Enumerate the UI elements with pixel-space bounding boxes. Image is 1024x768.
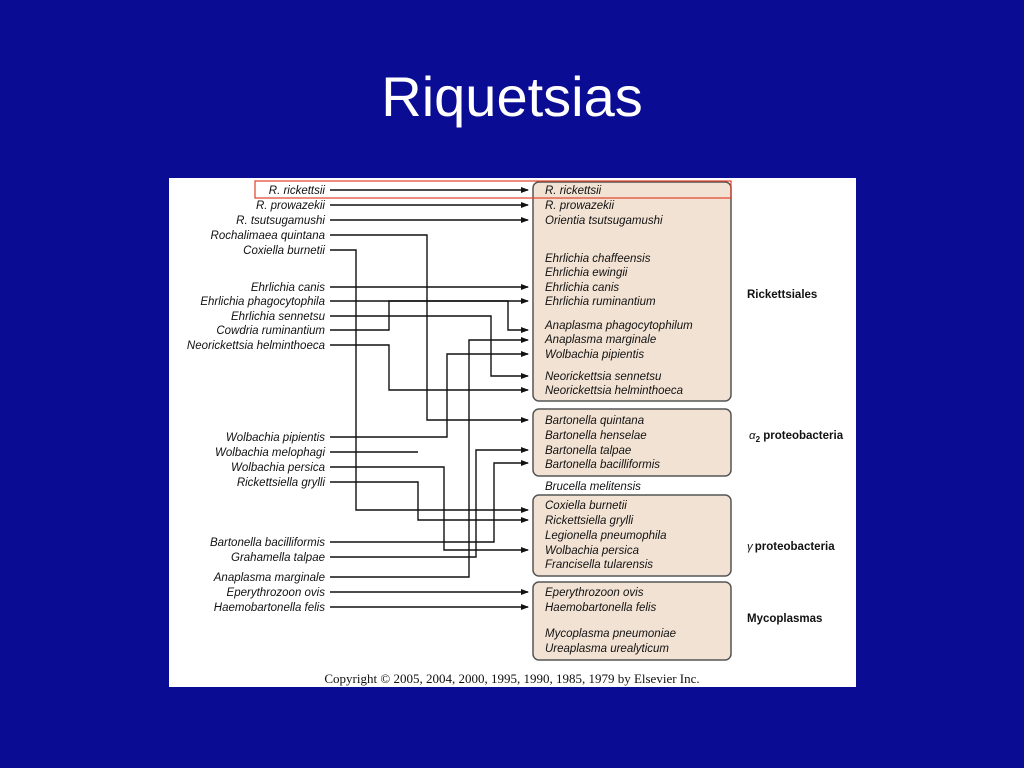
- new-name-label: Bartonella quintana: [545, 415, 644, 427]
- new-name-label: Brucella melitensis: [545, 481, 641, 493]
- old-name-label: Coxiella burnetii: [243, 245, 325, 257]
- old-name-label: R. rickettsii: [269, 185, 326, 197]
- arrow-neorickettsia: [330, 344, 529, 393]
- new-name-label: Legionella pneumophila: [545, 530, 667, 542]
- new-name-label: Neorickettsia sennetsu: [545, 371, 662, 383]
- new-name-label: Neorickettsia helminthoeca: [545, 385, 683, 397]
- arrow-anaplasma-marginale: [330, 337, 529, 578]
- group-label-alpha-proteobacteria: α2 proteobacteria: [749, 430, 844, 444]
- old-name-label: Rochalimaea quintana: [211, 230, 325, 242]
- new-name-label: Wolbachia persica: [545, 545, 639, 557]
- mycoplasmas-box: [532, 581, 732, 661]
- new-name-label: Anaplasma marginale: [544, 334, 656, 346]
- highlight-rectangle: [254, 180, 732, 199]
- reclassification-diagram: R. rickettsii R. prowazekii R. tsutsugamus…: [187, 180, 844, 686]
- old-name-label: Haemobartonella felis: [214, 602, 325, 614]
- old-name-label: Anaplasma marginale: [213, 572, 325, 584]
- old-name-label: Rickettsiella grylli: [237, 477, 326, 489]
- new-name-label: Ehrlichia canis: [545, 282, 619, 294]
- arrow-wolbachia-persica: [330, 466, 529, 553]
- new-name-label: Ehrlichia ruminantium: [545, 296, 656, 308]
- new-name-label: Haemobartonella felis: [545, 602, 656, 614]
- old-name-label: Grahamella talpae: [231, 552, 325, 564]
- new-name-label: Coxiella burnetii: [545, 500, 627, 512]
- old-name-label: Bartonella bacilliformis: [210, 537, 325, 549]
- arrow-bartonella-bacilliformis: [330, 460, 529, 543]
- old-name-label: R. prowazekii: [256, 200, 325, 212]
- old-name-label: Wolbachia pipientis: [226, 432, 325, 444]
- arrow-rickettsiella: [330, 481, 529, 523]
- alpha-proteobacteria-box: [532, 408, 732, 477]
- new-name-label: Francisella tularensis: [545, 559, 653, 571]
- arrow-grahamella: [330, 447, 529, 558]
- new-name-label: Ureaplasma urealyticum: [545, 643, 669, 655]
- old-name-label: Neorickettsia helminthoeca: [187, 340, 325, 352]
- new-name-label: Mycoplasma pneumoniae: [545, 628, 676, 640]
- taxonomy-figure: R. rickettsii R. prowazekii R. tsutsugamus…: [169, 178, 856, 687]
- group-label-mycoplasmas: Mycoplasmas: [747, 613, 822, 625]
- old-name-label: Wolbachia persica: [231, 462, 325, 474]
- arrow-wolbachia-pipientis: [330, 351, 529, 438]
- old-name-label: Cowdria ruminantium: [216, 325, 325, 337]
- old-name-label: Eperythrozoon ovis: [227, 587, 326, 599]
- copyright-text: Copyright © 2005, 2004, 2000, 1995, 1990…: [324, 671, 699, 686]
- new-name-label: Bartonella henselae: [545, 430, 647, 442]
- arrow-cowdria: [330, 298, 529, 331]
- connector-lines: [330, 187, 529, 610]
- new-name-label: R. rickettsii: [545, 185, 602, 197]
- new-name-label: Ehrlichia chaffeensis: [545, 253, 651, 265]
- old-name-label: R. tsutsugamushi: [236, 215, 325, 227]
- group-label-rickettsiales: Rickettsiales: [747, 289, 817, 301]
- new-name-label: Anaplasma phagocytophilum: [544, 320, 693, 332]
- old-name-label: Wolbachia melophagi: [215, 447, 325, 459]
- arrow-coxiella: [330, 249, 529, 513]
- new-name-label: Orientia tsutsugamushi: [545, 215, 663, 227]
- old-names-column: R. rickettsii R. prowazekii R. tsutsugamus…: [187, 185, 326, 614]
- old-name-label: Ehrlichia canis: [251, 282, 325, 294]
- new-name-label: Rickettsiella grylli: [545, 515, 634, 527]
- rickettsiales-box: [532, 181, 732, 402]
- arrow-ehrlichia-sennetsu: [330, 315, 529, 379]
- new-name-label: Bartonella bacilliformis: [545, 459, 660, 471]
- slide-title: Riquetsias: [381, 65, 643, 128]
- new-name-label: Bartonella talpae: [545, 445, 631, 457]
- old-name-label: Ehrlichia phagocytophila: [200, 296, 325, 308]
- new-name-label: Ehrlichia ewingii: [545, 267, 628, 279]
- new-name-label: Wolbachia pipientis: [545, 349, 644, 361]
- arrow-rochalimaea: [330, 234, 529, 423]
- new-name-label: Eperythrozoon ovis: [545, 587, 644, 599]
- old-name-label: Ehrlichia sennetsu: [231, 311, 326, 323]
- new-name-label: R. prowazekii: [545, 200, 614, 212]
- gamma-proteobacteria-box: [532, 494, 732, 577]
